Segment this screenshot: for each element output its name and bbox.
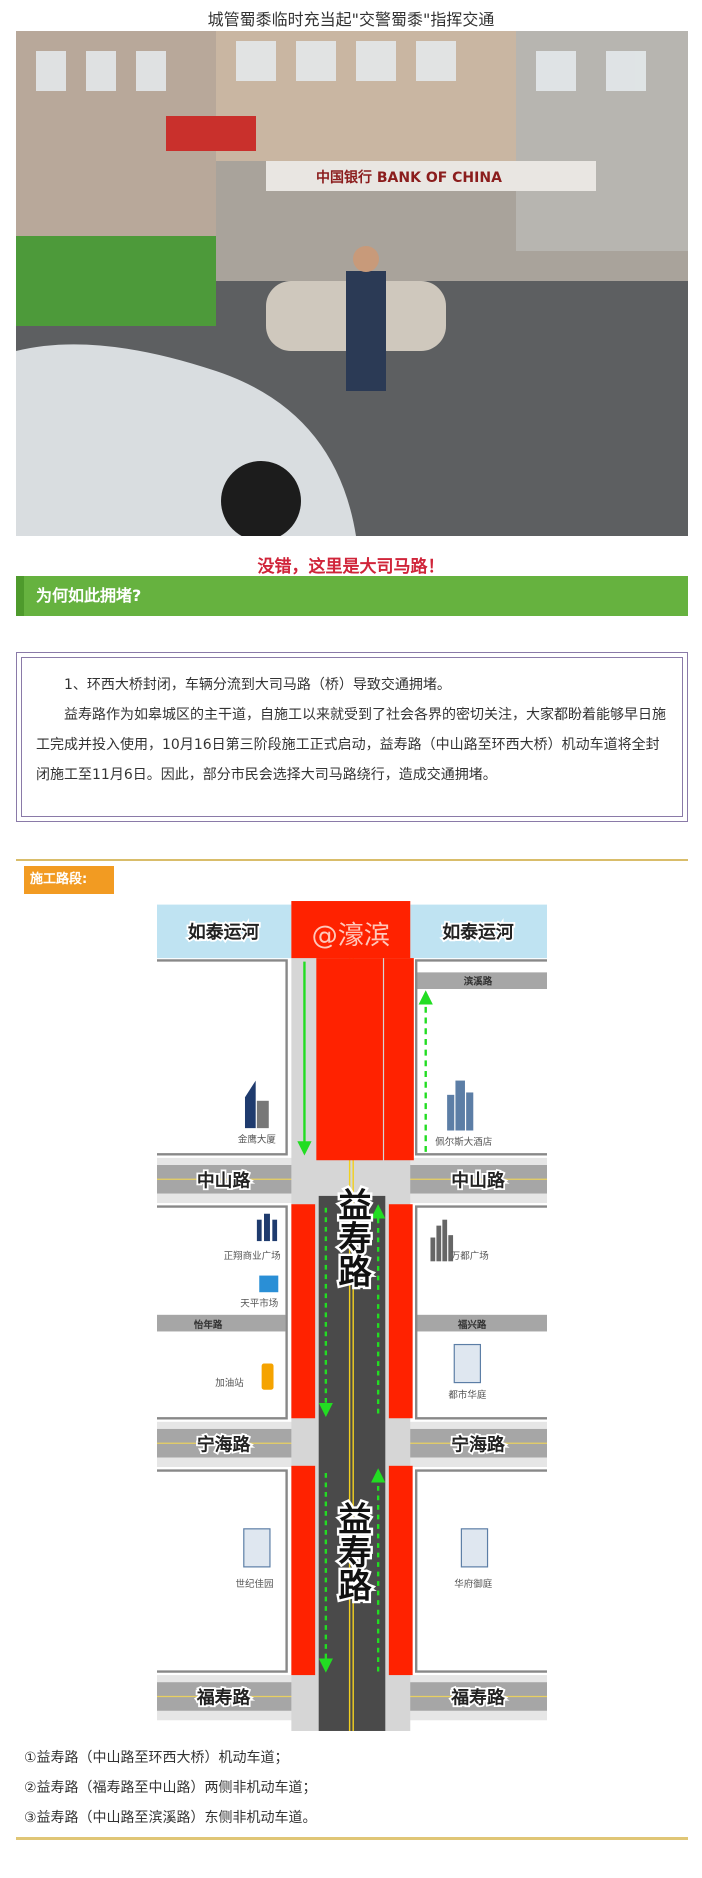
landmark-peiersi: 佩尔斯大酒店 — [435, 1136, 492, 1148]
divider-bottom — [16, 1837, 688, 1840]
yishou-label-1: 益寿路 — [333, 1188, 372, 1288]
river-left — [157, 904, 292, 959]
road-yinian — [157, 1314, 286, 1332]
construction-label: 施工路段: — [24, 866, 114, 894]
landmark-gas: 加油站 — [215, 1377, 244, 1389]
traffic-photo: 中国银行 BANK OF CHINA — [16, 31, 688, 536]
photo-illustration: 中国银行 BANK OF CHINA — [16, 31, 688, 536]
fuxing-label: 福兴路 — [457, 1319, 487, 1331]
list-item: ①益寿路（中山路至环西大桥）机动车道； — [24, 1750, 289, 1766]
landmark-tianping: 天平市场 — [240, 1297, 278, 1309]
section-heading: 为何如此拥堵? — [36, 586, 142, 605]
landmark-zhengxiang: 正翔商业广场 — [224, 1250, 281, 1262]
building-icon — [430, 1219, 454, 1262]
section-heading-bar: 为何如此拥堵? — [16, 576, 688, 616]
landmark-dushi: 都市华庭 — [448, 1389, 487, 1401]
building-icon — [259, 1275, 279, 1293]
ninghai-right-label: 宁海路 — [451, 1433, 505, 1455]
construction-map: 如泰运河 如泰运河 @濠滨 滨溪路 中山路 中山路 怡年路 福兴路 宁海路 宁海… — [157, 901, 547, 1735]
photo-caption: 没错，这里是大司马路！ — [257, 557, 445, 577]
yinian-label: 怡年路 — [194, 1319, 223, 1331]
road-yishou-open — [318, 1195, 386, 1731]
zhongshan-right-label: 中山路 — [451, 1169, 505, 1191]
building-icon — [256, 1213, 278, 1242]
paragraph-2: 益寿路作为如皋城区的主干道，自施工以来就受到了社会各界的密切关注，大家都盼着能够… — [36, 707, 666, 783]
building-icon — [243, 1528, 271, 1568]
explanation-box: 1、环西大桥封闭，车辆分流到大司马路（桥）导致交通拥堵。 益寿路作为如皋城区的主… — [16, 652, 688, 822]
fushou-right-label: 福寿路 — [450, 1687, 505, 1709]
river-right-label: 如泰运河 — [442, 921, 513, 943]
yishou-label-2: 益寿路 — [333, 1501, 372, 1601]
road-map-svg: 如泰运河 如泰运河 @濠滨 滨溪路 中山路 中山路 怡年路 福兴路 宁海路 宁海… — [157, 901, 547, 1731]
gas-pump-icon — [261, 1363, 274, 1390]
building-icon — [453, 1343, 482, 1384]
list-item: ②益寿路（福寿路至中山路）两侧非机动车道； — [24, 1780, 317, 1796]
landmark-wandu: 万都广场 — [451, 1250, 489, 1262]
landmark-jinying: 金鹰大厦 — [238, 1133, 277, 1145]
road-fuxing — [416, 1314, 547, 1332]
fushou-left-label: 福寿路 — [196, 1687, 251, 1709]
article-title: 城管蜀黍临时充当起"交警蜀黍"指挥交通 — [207, 10, 495, 29]
river-right — [410, 904, 547, 959]
watermark: @濠滨 — [312, 921, 390, 951]
landmark-shiji: 世纪佳园 — [235, 1578, 273, 1590]
building-icon — [460, 1528, 489, 1568]
river-left-label: 如泰运河 — [188, 921, 259, 943]
landmark-huafu: 华府御庭 — [454, 1578, 493, 1590]
bank-sign: 中国银行 BANK OF CHINA — [316, 169, 502, 186]
road-binxi — [416, 972, 547, 990]
ninghai-left-label: 宁海路 — [197, 1433, 251, 1455]
paragraph-1: 1、环西大桥封闭，车辆分流到大司马路（桥）导致交通拥堵。 — [64, 677, 451, 693]
zhongshan-left-label: 中山路 — [197, 1169, 251, 1191]
closed-sections — [291, 901, 414, 1676]
list-item: ③益寿路（中山路至滨溪路）东侧非机动车道。 — [24, 1810, 317, 1826]
divider-top — [16, 859, 688, 861]
building-icon — [447, 1080, 474, 1131]
building-icon — [244, 1080, 269, 1129]
binxi-label: 滨溪路 — [464, 975, 493, 987]
